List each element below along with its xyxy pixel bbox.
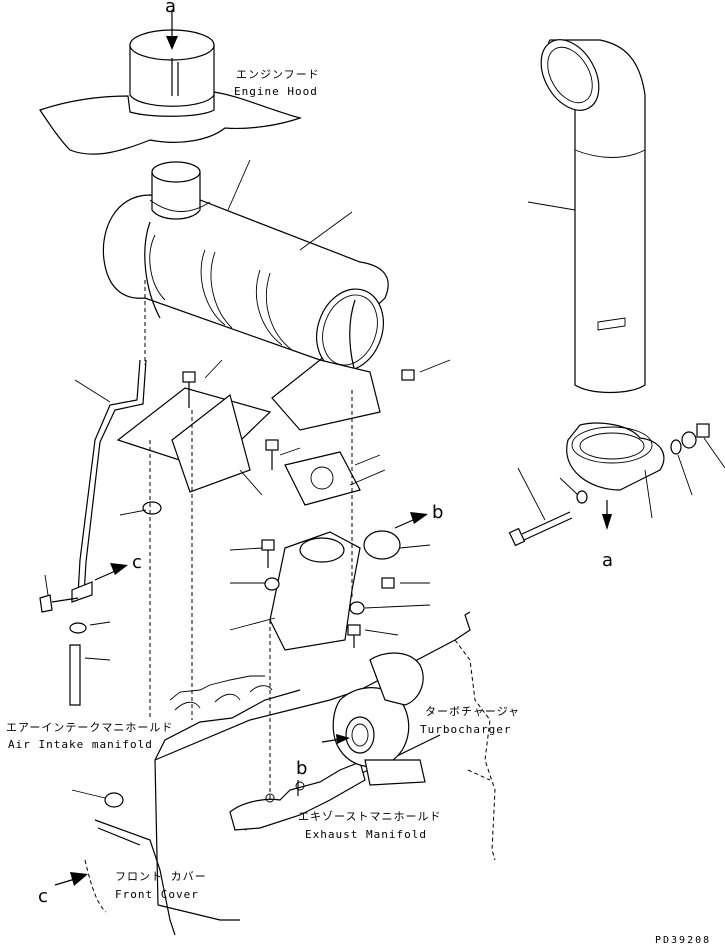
turbocharger-part <box>321 652 426 786</box>
ref-c-upper: c <box>132 552 142 573</box>
stay-rod-part <box>39 280 353 800</box>
front-cover-label-jp: フロント カバー <box>115 870 207 883</box>
ref-c-lower: c <box>38 886 48 907</box>
clamp-part <box>508 422 725 547</box>
drawing-code: PD39208 <box>655 935 711 946</box>
ref-b-lower: b <box>296 758 307 779</box>
ref-a-top: a <box>165 0 176 17</box>
engine-hood-label-en: Engine Hood <box>234 85 318 98</box>
ref-a-lower: a <box>602 550 613 571</box>
air-intake-label-en: Air Intake manifold <box>8 738 153 751</box>
ref-b-upper: b <box>432 502 443 523</box>
tail-pipe-part <box>527 39 646 394</box>
fastener-parts <box>119 359 451 648</box>
muffler-part <box>102 159 389 396</box>
front-cover-part <box>54 789 176 936</box>
engine-block <box>54 611 496 936</box>
front-cover-label-en: Front Cover <box>115 888 199 901</box>
turbocharger-label-en: Turbocharger <box>420 723 511 736</box>
engine-hood-label-jp: エンジンフード <box>236 68 320 81</box>
air-intake-label-jp: エアーインテークマニホールド <box>6 721 173 734</box>
exhaust-manifold-label-jp: エキゾーストマニホールド <box>298 810 441 823</box>
engine-hood-part <box>39 10 303 155</box>
turbocharger-label-jp: ターボチャージャ <box>425 705 520 718</box>
exhaust-manifold-label-en: Exhaust Manifold <box>305 828 427 841</box>
